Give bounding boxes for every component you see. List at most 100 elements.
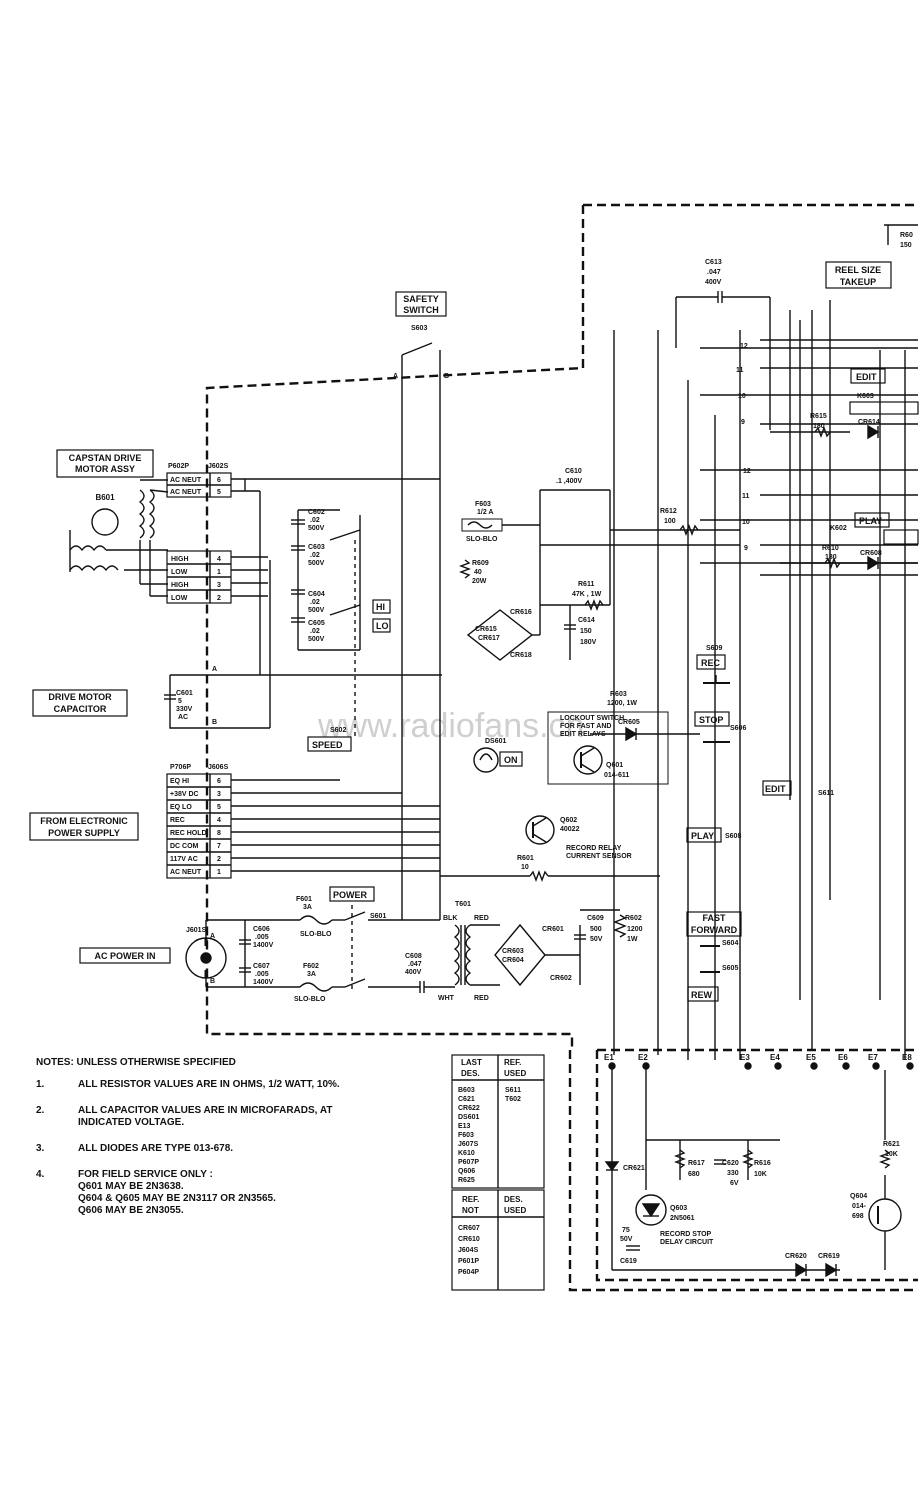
capstan-motor-section: CAPSTAN DRIVE MOTOR ASSY B601 — [56, 449, 169, 597]
s602-label: S602 — [330, 727, 346, 734]
note-line: ALL CAPACITOR VALUES ARE IN MICROFARADS,… — [78, 1105, 332, 1116]
bridge-rectifier-601: CR601 CR603 CR604 CR602 C609 500 50V R60… — [494, 909, 643, 987]
table-ref-h1: REF. — [462, 1195, 479, 1204]
relay-pin-number: 9 — [741, 419, 745, 426]
c602-val: .02 — [310, 517, 320, 524]
record-relay-sensor: Q602 40022 RECORD RELAY CURRENT SENSOR R… — [440, 815, 660, 882]
c609-label: C609 — [587, 915, 604, 922]
c613-val: .047 — [707, 269, 721, 276]
r615-label: R615 — [810, 413, 827, 420]
table-last-h1: LAST — [461, 1058, 482, 1067]
p602-pin-6: 6 — [217, 477, 221, 484]
lockout-1: LOCKOUT SWITCH — [560, 715, 624, 722]
capstan-label-2: MOTOR ASSY — [75, 464, 135, 474]
p602-label: P602P — [168, 463, 189, 470]
terminal-e8: E8 — [902, 1053, 912, 1062]
note-number: 2. — [36, 1105, 45, 1116]
r603-label: R603 — [610, 691, 627, 698]
terminal-e1: E1 — [604, 1053, 614, 1062]
cr615-label: CR615 — [475, 626, 497, 633]
rec-stop-2: DELAY CIRCUIT — [660, 1239, 714, 1246]
p602-low-a: LOW — [171, 569, 188, 576]
table-last-h4: USED — [504, 1069, 526, 1078]
reel-size-label-2: TAKEUP — [840, 277, 876, 287]
transformer-t601: T601 BLK RED WHT RED — [438, 901, 500, 1002]
p602-high-a: HIGH — [171, 556, 189, 563]
drive-cap-label-2: CAPACITOR — [54, 704, 107, 714]
p602-pin-3: 3 — [217, 582, 221, 589]
cr603-label: CR603 — [502, 948, 524, 955]
b601-label: B601 — [95, 493, 115, 502]
reel-size-label-1: REEL SIZE — [835, 265, 881, 275]
p602-pin-4: 4 — [217, 556, 221, 563]
r601-label: R601 — [517, 855, 534, 862]
r602-watt: 1W — [627, 936, 638, 943]
rec-relay-2: CURRENT SENSOR — [566, 853, 632, 860]
p706-row-name: 117V AC — [170, 856, 198, 863]
p706-row-pin: 2 — [217, 856, 221, 863]
k603-label: K603 — [857, 393, 874, 400]
c601-volt: 330V — [176, 706, 193, 713]
table-last-entry: C621 — [458, 1096, 475, 1103]
p706-row-pin: 1 — [217, 869, 221, 876]
p602-pin-5: 5 — [217, 489, 221, 496]
c605-label: C605 — [308, 620, 325, 627]
t601-red: RED — [474, 915, 489, 922]
last-designation-table: LAST DES. REF. USED B603C621CR622DS601E1… — [451, 1054, 545, 1189]
cr618-label: CR618 — [510, 652, 532, 659]
r60x-label: R60 — [900, 232, 913, 239]
s603-a: A — [393, 373, 398, 380]
p706-label: P706P — [170, 764, 191, 771]
from-ps-label-2: POWER SUPPLY — [48, 828, 120, 838]
j602-label: J602S — [208, 463, 229, 470]
note-number: 4. — [36, 1169, 45, 1180]
rec-relay-1: RECORD RELAY — [566, 845, 622, 852]
table-last-entry: F603 — [458, 1132, 474, 1139]
note-number: 1. — [36, 1079, 45, 1090]
c602-label: C602 — [308, 509, 325, 516]
power-supply-dc: F603 1/2 A SLO-BLO R609 40 20W CR616 CR6… — [459, 468, 740, 661]
term-b: B — [212, 719, 217, 726]
c613-label: C613 — [705, 259, 722, 266]
j606-label: J606S — [208, 764, 229, 771]
p602-low-b: LOW — [171, 595, 188, 602]
table-last-entry: K610 — [458, 1150, 475, 1157]
c608-val: .047 — [408, 961, 422, 968]
q601-symbol — [573, 745, 603, 775]
p706-row-name: AC NEUT — [170, 869, 202, 876]
p706-row-pin: 3 — [217, 791, 221, 798]
watermark: www.radiofans.cn — [317, 707, 584, 745]
on-label: ON — [504, 755, 518, 765]
s601-label: S601 — [370, 913, 386, 920]
c601-val: 5 — [178, 698, 182, 705]
s605-label: S605 — [722, 965, 738, 972]
terminal-e2: E2 — [638, 1053, 648, 1062]
c606-val: .005 — [255, 934, 269, 941]
r601-val: 10 — [521, 864, 529, 871]
safety-label-1: SAFETY — [403, 294, 439, 304]
cr616-label: CR616 — [510, 609, 532, 616]
note-line: INDICATED VOLTAGE. — [78, 1117, 184, 1128]
f603-type: SLO-BLO — [466, 536, 498, 543]
rew-label: REW — [691, 990, 713, 1000]
c601-ac: AC — [178, 714, 188, 721]
lo-label: LO — [376, 621, 389, 631]
c601-label: C601 — [176, 690, 193, 697]
connector-p602: P602P J602S AC NEUT 6 AC NEUT 5 HIGH 4 L… — [166, 463, 232, 604]
j601-b: B — [210, 978, 215, 985]
c619-volt: 50V — [620, 1236, 633, 1243]
speed-label: SPEED — [312, 740, 343, 750]
terminal-e4: E4 — [770, 1053, 780, 1062]
f603-val: 1/2 A — [477, 509, 493, 516]
c605-volt: 500V — [308, 636, 325, 643]
f601-type: SLO-BLO — [300, 931, 332, 938]
ac-power-section: AC POWER IN J601S A B C606 .005 1400V C6… — [79, 886, 455, 1003]
speed-switch-section: C602 .02 500V C603 .02 500V C604 .02 500… — [231, 478, 440, 752]
ds601-label: DS601 — [485, 738, 507, 745]
control-switches: C613 .047 400V REEL SIZE TAKEUP R60 150 … — [675, 224, 919, 1002]
play-sw-label: PLAY — [691, 831, 714, 841]
r615-val: 180 — [813, 423, 825, 430]
s606-label: S606 — [730, 725, 746, 732]
r610-val: 180 — [825, 554, 837, 561]
